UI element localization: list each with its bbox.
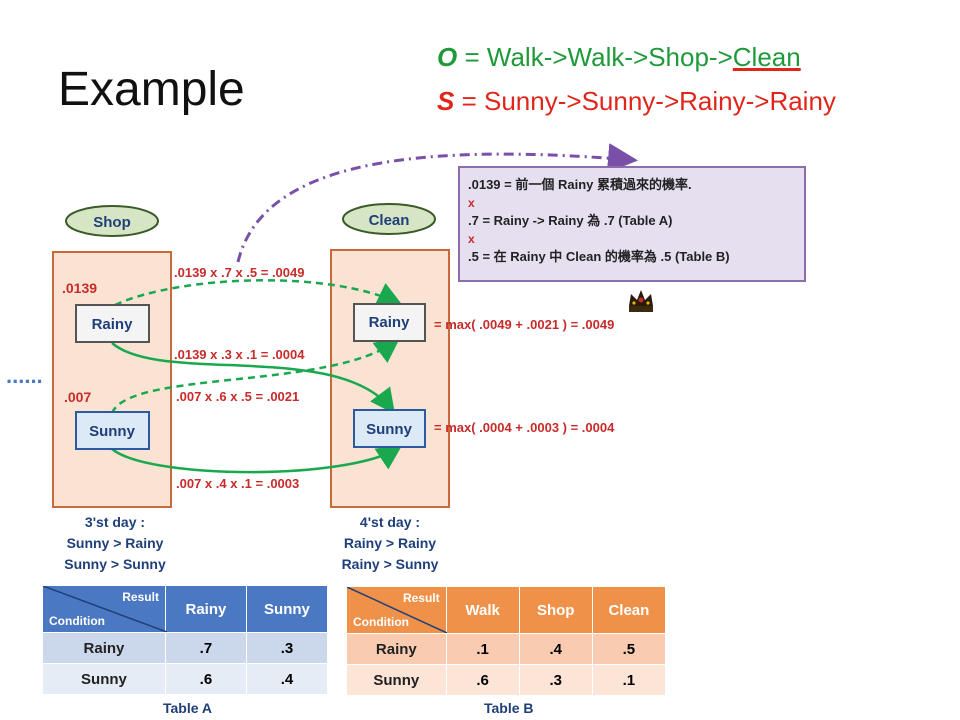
- shop-label: Shop: [93, 214, 131, 231]
- node-day4-rainy-label: Rainy: [369, 314, 411, 331]
- day3-title: 3'st day :: [84, 514, 146, 530]
- observation-seq: Walk->Walk->Shop->: [486, 42, 733, 72]
- note-multiply-1: x: [468, 196, 475, 210]
- table-a-cell: .4: [245, 663, 329, 695]
- table-b-row-sunny-label: Sunny: [346, 664, 447, 696]
- table-a-caption: Table A: [163, 700, 213, 716]
- table-b-caption: Table B: [484, 700, 534, 716]
- arrow-rainy-sunny: [111, 342, 395, 415]
- table-a-col-rainy: Rainy: [164, 585, 247, 633]
- table-b: Result Condition Walk Shop Clean Rainy .…: [346, 586, 667, 696]
- table-a-cell: .6: [164, 663, 247, 695]
- arrow-sunny-sunny: [111, 445, 403, 474]
- table-b-cell: .4: [518, 633, 593, 665]
- node-day4-rainy: [353, 303, 426, 342]
- node-day3-rainy: [75, 304, 150, 343]
- table-b-cell: .1: [591, 664, 667, 696]
- table-b-col-walk: Walk: [445, 586, 520, 634]
- node-day4-sunny-label: Sunny: [366, 421, 412, 438]
- table-b-condition-label: Condition: [353, 615, 409, 629]
- table-a-col-sunny: Sunny: [245, 585, 329, 633]
- observation-var: O: [437, 42, 458, 72]
- clean-label: Clean: [369, 212, 410, 229]
- day3-line1: Sunny > Rainy: [66, 535, 164, 551]
- arrow-rainy-rainy: [114, 279, 403, 307]
- ellipsis-left: ......: [6, 363, 43, 388]
- table-b-corner: Result Condition: [346, 586, 447, 634]
- state-var: S: [437, 86, 455, 116]
- table-b-col-shop: Shop: [518, 586, 593, 634]
- table-a-row-rainy-label: Rainy: [42, 632, 166, 664]
- calc-sunny-rainy: .007 x .6 x .5 = .0021: [176, 389, 299, 404]
- calc-rainy-rainy: .0139 x .7 x .5 = .0049: [174, 265, 304, 280]
- left-sunny-prob: .007: [64, 389, 91, 405]
- day3-summary: 3'st day : Sunny > Rainy Sunny > Sunny: [55, 512, 175, 575]
- result-rainy: = max( .0049 + .0021 ) = .0049: [434, 317, 614, 332]
- node-day3-sunny: [75, 411, 150, 450]
- table-a-corner: Result Condition: [42, 585, 167, 633]
- day3-line2: Sunny > Sunny: [64, 556, 166, 572]
- node-day3-rainy-label: Rainy: [92, 316, 134, 333]
- note-multiply-2: x: [468, 232, 475, 246]
- arrow-to-note: [236, 143, 638, 263]
- day4-line1: Rainy > Rainy: [343, 535, 437, 551]
- table-b-cell: .6: [445, 664, 520, 696]
- table-a-diagonal: [43, 586, 167, 632]
- table-b-cell: .3: [518, 664, 593, 696]
- day4-box: [330, 249, 450, 508]
- note-line-3: .5 = 在 Rainy 中 Clean 的機率為 .5 (Table B): [468, 249, 730, 264]
- table-a-row-sunny-label: Sunny: [42, 663, 166, 695]
- shop-oval: [65, 205, 159, 237]
- table-b-col-clean: Clean: [591, 586, 667, 634]
- calc-sunny-sunny: .007 x .4 x .1 = .0003: [176, 476, 299, 491]
- note-line-2: .7 = Rainy -> Rainy 為 .7 (Table A): [468, 213, 673, 228]
- table-b-row-rainy-label: Rainy: [346, 633, 447, 665]
- day4-line2: Rainy > Sunny: [341, 556, 439, 572]
- node-day4-sunny: [353, 409, 426, 448]
- crown-icon: [629, 290, 653, 312]
- left-rainy-prob: .0139: [62, 280, 97, 296]
- observation-last: Clean: [732, 42, 801, 72]
- result-sunny: = max( .0004 + .0003 ) = .0004: [434, 420, 615, 435]
- slide-title: Example: [58, 63, 245, 116]
- observation-sequence: O = Walk->Walk->Shop->Clean: [437, 42, 801, 73]
- day4-title: 4'st day :: [359, 514, 421, 530]
- table-a-cell: .3: [245, 632, 329, 664]
- table-a: Result Condition Rainy Sunny Rainy .7 .3…: [42, 585, 329, 695]
- table-a-cell: .7: [164, 632, 247, 664]
- explanation-note: .0139 = 前一個 Rainy 累積過來的機率. x .7 = Rainy …: [458, 166, 806, 282]
- note-line-1: .0139 = 前一個 Rainy 累積過來的機率.: [468, 177, 692, 192]
- state-seq: Sunny->Sunny->Rainy->Rainy: [484, 86, 836, 116]
- table-b-cell: .1: [445, 633, 520, 665]
- node-day3-sunny-label: Sunny: [89, 423, 135, 440]
- clean-oval: [342, 203, 436, 235]
- state-eq: =: [461, 86, 477, 116]
- table-a-result-label: Result: [122, 590, 159, 604]
- table-b-diagonal: [347, 587, 447, 633]
- state-sequence: S = Sunny->Sunny->Rainy->Rainy: [437, 86, 836, 117]
- calc-rainy-sunny: .0139 x .3 x .1 = .0004: [174, 347, 305, 362]
- table-b-result-label: Result: [402, 591, 440, 605]
- observation-eq: =: [464, 42, 480, 72]
- table-b-cell: .5: [591, 633, 667, 665]
- table-a-condition-label: Condition: [49, 614, 105, 628]
- day4-summary: 4'st day : Rainy > Rainy Rainy > Sunny: [330, 512, 450, 575]
